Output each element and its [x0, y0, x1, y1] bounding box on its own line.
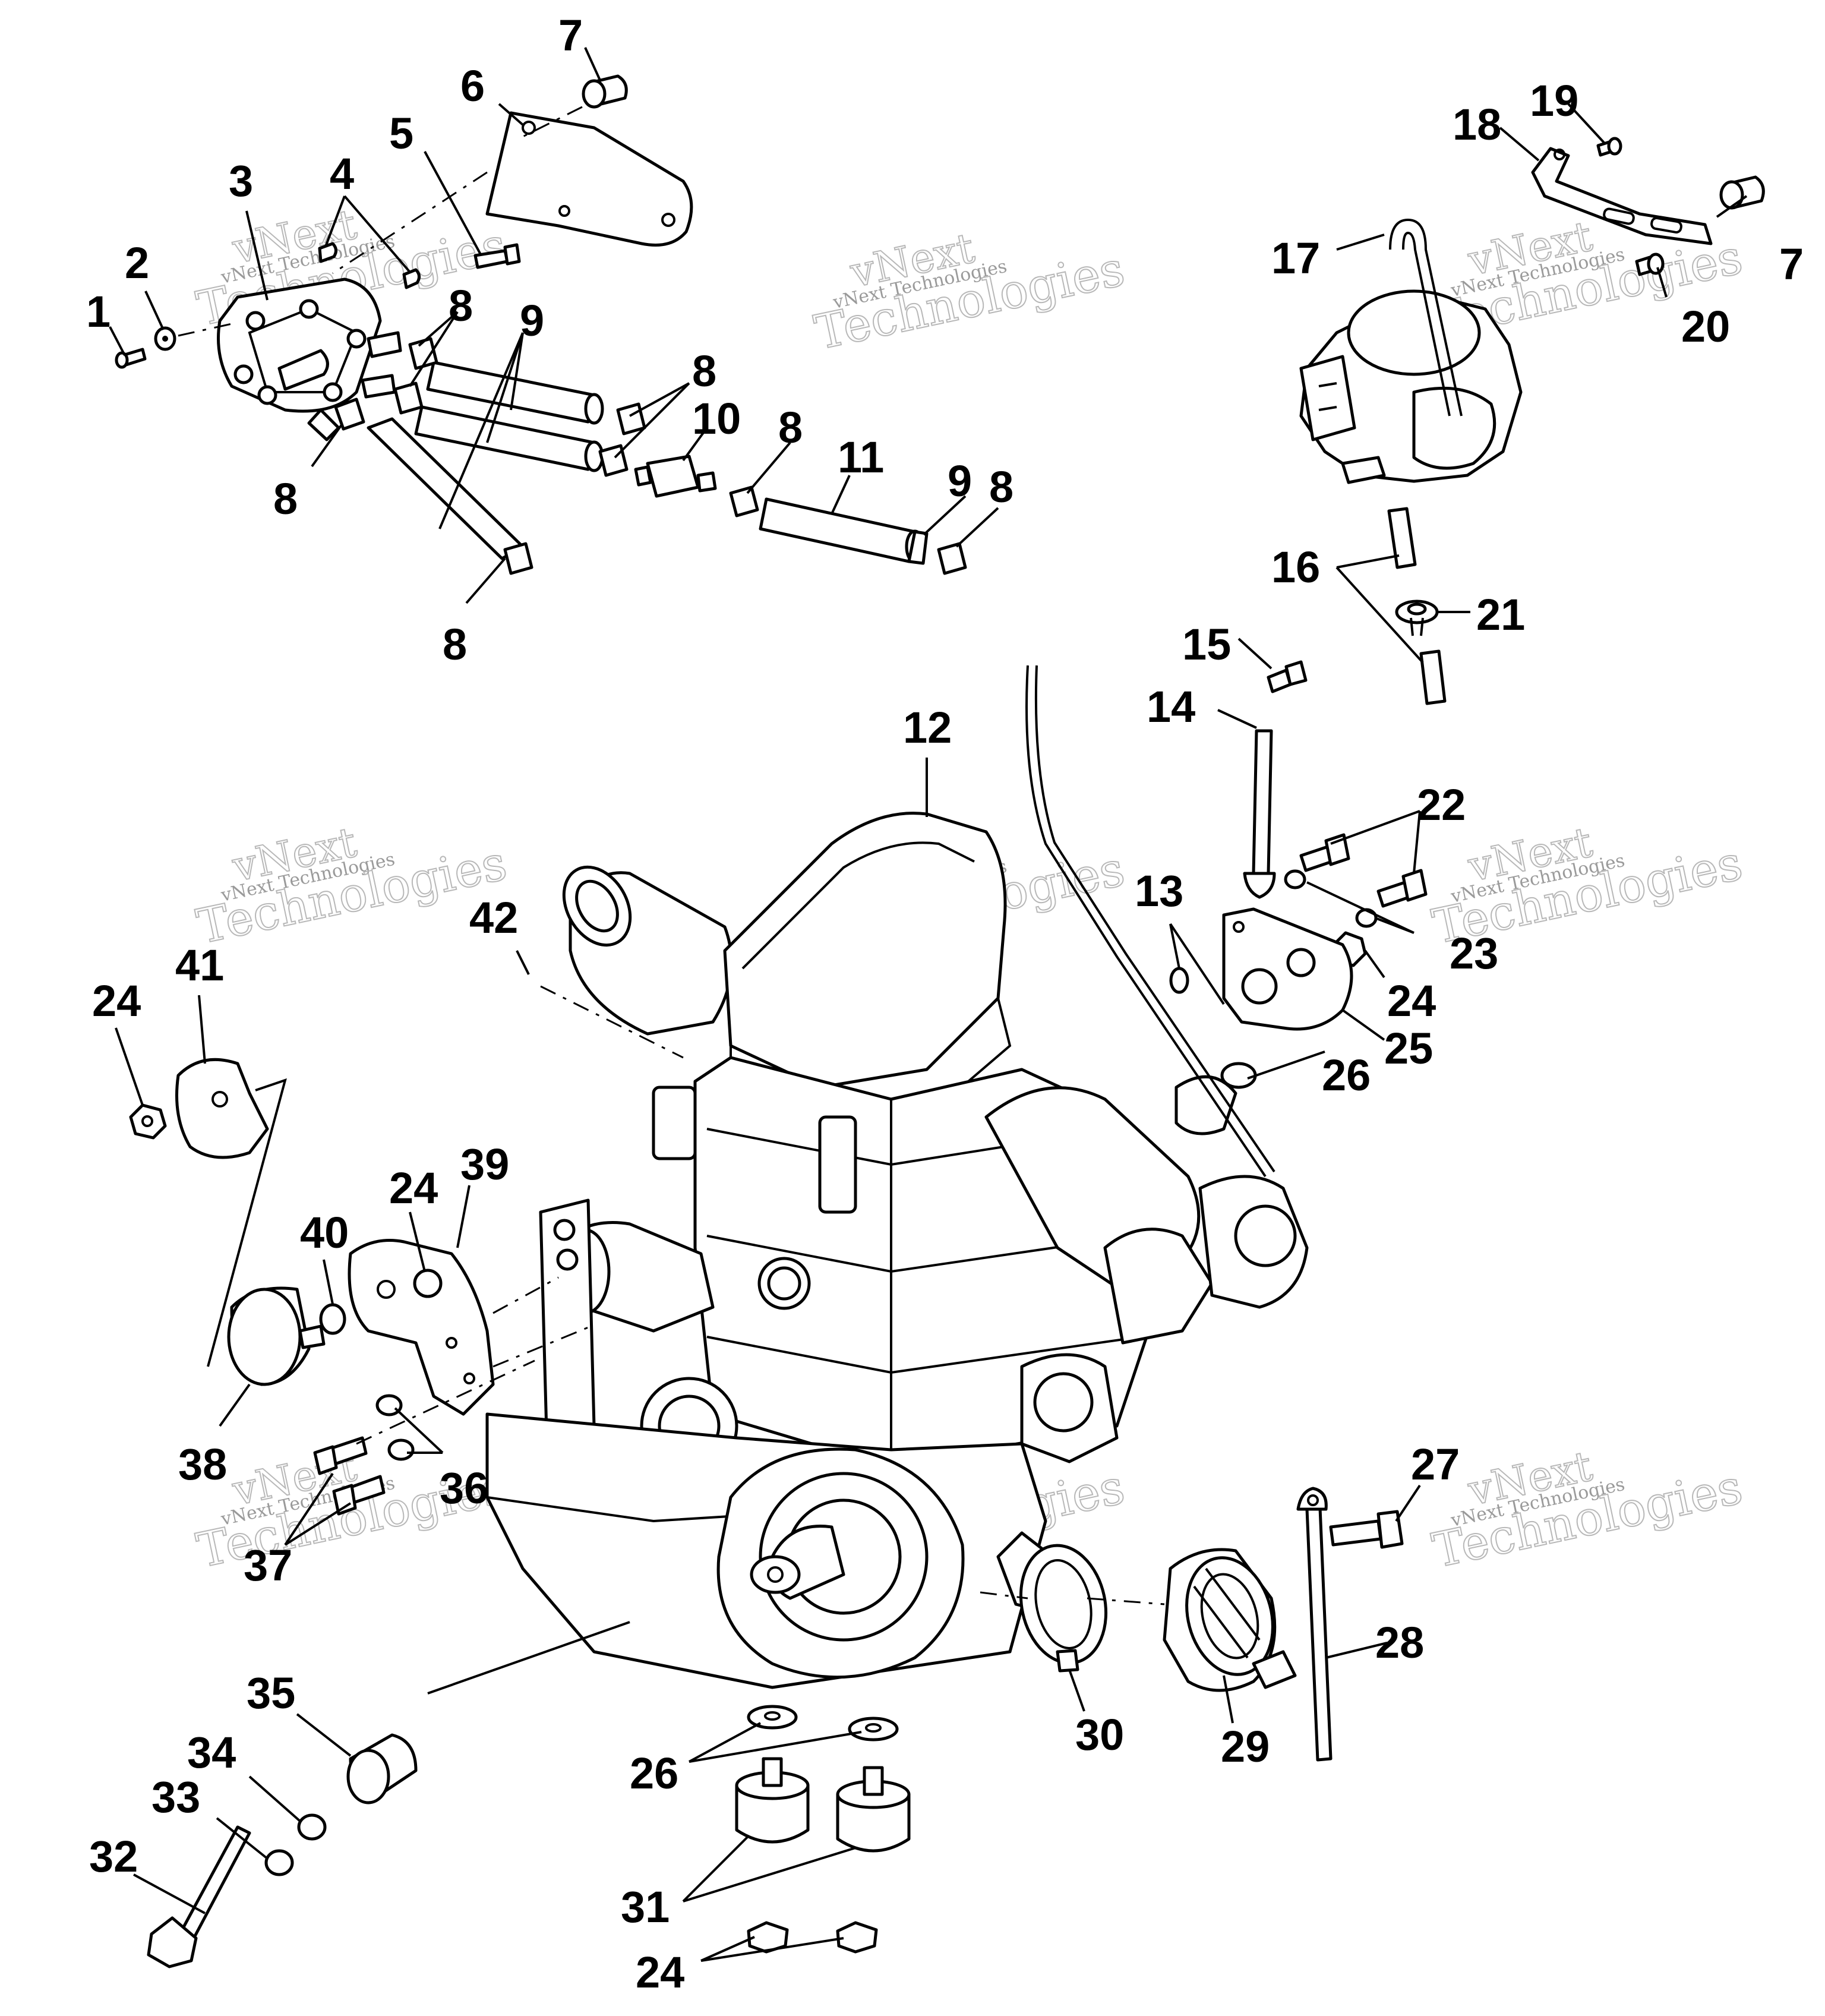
callout-35: 35: [247, 1668, 295, 1718]
callout-numbers: 1 2 3 4 5 6 7 8 9 8 10 8 11 9 8 8 8 12 1…: [86, 11, 1804, 1997]
vent-hose: [1389, 218, 1463, 417]
callout-26-right: 26: [1322, 1050, 1371, 1100]
callout-4: 4: [330, 149, 354, 198]
engine-mount-left: [129, 1058, 595, 1516]
callout-31: 31: [621, 1882, 670, 1932]
callout-8-a: 8: [449, 281, 473, 330]
callout-24-bracket: 24: [389, 1163, 438, 1213]
callout-1: 1: [86, 287, 110, 336]
callout-8-d: 8: [989, 462, 1013, 512]
callout-36: 36: [440, 1463, 488, 1513]
callout-25: 25: [1384, 1024, 1433, 1073]
strap: [1305, 1506, 1333, 1762]
callout-15: 15: [1182, 620, 1231, 669]
callout-9-b: 9: [948, 456, 972, 506]
callout-39: 39: [460, 1140, 509, 1189]
callout-10: 10: [692, 394, 741, 443]
watermark-top-middle: vNext vNext Technologies Technologies: [809, 223, 1129, 361]
hose-clamp: [503, 542, 533, 575]
callout-2: 2: [125, 238, 149, 288]
callout-24-left: 24: [92, 976, 141, 1026]
callout-24-right: 24: [1387, 976, 1436, 1026]
callout-42: 42: [469, 893, 518, 942]
callout-26-bottom: 26: [630, 1749, 678, 1798]
drain-hose: [1387, 507, 1417, 569]
pump-bracket: [485, 111, 693, 247]
callout-18: 18: [1453, 100, 1501, 149]
callout-19: 19: [1530, 76, 1578, 125]
drain-hose: [1419, 649, 1447, 705]
ground-cable: [1252, 729, 1273, 875]
callout-29: 29: [1221, 1722, 1270, 1771]
callout-7-top-right: 7: [1779, 239, 1804, 289]
callout-23: 23: [1450, 929, 1498, 978]
watermark-low-right: vNext vNext Technologies Technologies: [1427, 1441, 1747, 1579]
callout-37: 37: [244, 1541, 292, 1590]
hose-clamp: [616, 402, 646, 436]
hose-clamp: [334, 397, 365, 431]
callout-27: 27: [1411, 1440, 1460, 1489]
callout-20: 20: [1681, 302, 1730, 351]
callout-8-f: 8: [443, 620, 467, 669]
hose-clamp: [393, 381, 424, 415]
callout-38: 38: [178, 1440, 227, 1489]
callout-8-e: 8: [273, 474, 298, 523]
fuel-hose: [759, 497, 917, 563]
callout-9-a: 9: [520, 296, 544, 345]
leader-lines: [109, 47, 1748, 1962]
watermark-mid-left: vNext vNext Technologies Technologies: [191, 817, 511, 955]
callout-12: 12: [903, 703, 952, 752]
fuel-pump-assembly: [115, 74, 967, 575]
callout-3: 3: [229, 156, 253, 206]
callout-14: 14: [1147, 682, 1195, 731]
fuel-line: [414, 405, 596, 471]
callout-32: 32: [89, 1832, 138, 1881]
callout-28: 28: [1375, 1618, 1424, 1667]
callout-40: 40: [300, 1208, 349, 1257]
hose-clamp: [729, 485, 759, 518]
callout-7-top-left: 7: [558, 11, 583, 60]
callout-33: 33: [151, 1772, 200, 1822]
callout-16: 16: [1271, 542, 1320, 592]
callout-21: 21: [1476, 590, 1525, 639]
fuel-line: [426, 361, 596, 424]
engine-block: [485, 665, 1309, 1689]
mount-shield: [175, 1058, 269, 1159]
engine-mounts-bottom: [735, 1705, 911, 1954]
carburetor-assembly: [1299, 137, 1765, 705]
callout-17: 17: [1271, 234, 1320, 283]
callout-8-c: 8: [778, 403, 803, 452]
left-engine-bracket: [348, 1239, 495, 1416]
callout-6: 6: [460, 61, 485, 111]
fuel-filter: [646, 455, 700, 498]
cylinder-head-cover: [723, 812, 1007, 1089]
hose-clamp: [937, 542, 967, 575]
callout-13: 13: [1135, 866, 1183, 916]
callout-8-b: 8: [692, 346, 716, 396]
callout-24-bottom: 24: [636, 1948, 684, 1997]
callout-41: 41: [175, 941, 224, 990]
callout-11: 11: [838, 433, 884, 482]
ground-strap: [1296, 1487, 1404, 1762]
exhaust-couplers: [980, 1544, 1297, 1692]
callout-34: 34: [187, 1728, 236, 1777]
callout-5: 5: [389, 109, 413, 158]
callout-22: 22: [1417, 780, 1466, 829]
engine-bracket-right: [1169, 660, 1428, 1135]
lower-mount-hardware: [147, 1621, 630, 1968]
mount-bolt: [176, 1825, 251, 1945]
callout-30: 30: [1075, 1710, 1124, 1759]
